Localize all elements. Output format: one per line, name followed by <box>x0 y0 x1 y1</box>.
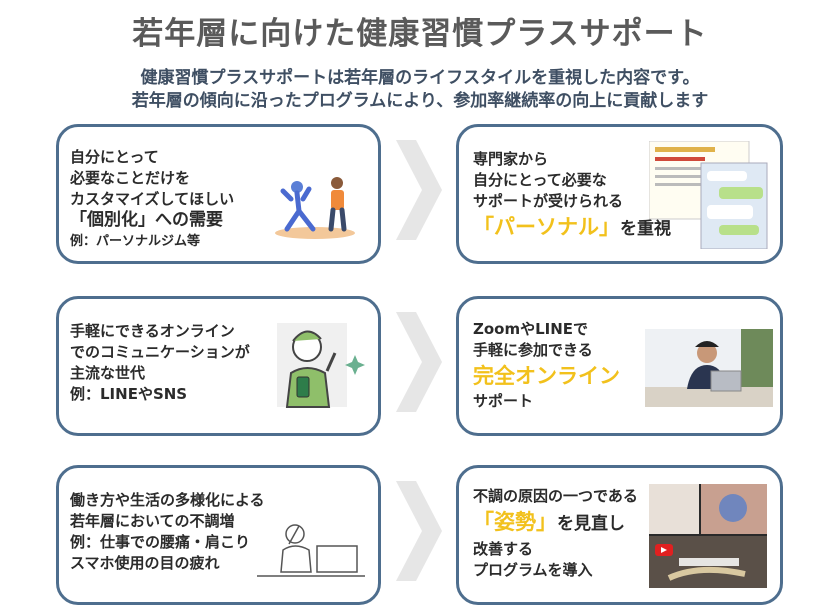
trend-card-personalization: 自分にとって 必要なことだけを カスタマイズしてほしい 「個別化」への需要 例：… <box>56 124 381 264</box>
text-line: ZoomやLINEで <box>473 320 589 338</box>
smartphone-user-illustration <box>277 323 365 408</box>
text-line: 働き方や生活の多様化による <box>70 491 265 509</box>
highlight-suffix: を見直し <box>557 514 625 534</box>
chevron-right-icon <box>396 481 442 581</box>
text-line: でのコミュニケーションが <box>70 343 250 361</box>
highlight-suffix: を重視 <box>620 219 671 239</box>
desk-worker-illustration <box>257 524 365 577</box>
highlight-line: 「姿勢」を見直し <box>473 507 638 539</box>
trend-text: 自分にとって 必要なことだけを カスタマイズしてほしい 「個別化」への需要 例：… <box>70 147 234 252</box>
text-line: 例：仕事での腰痛・肩こり <box>70 533 251 551</box>
highlight-line: 「パーソナル」を重視 <box>473 212 671 244</box>
solution-text: 専門家から 自分にとって必要な サポートが受けられる 「パーソナル」を重視 <box>473 149 671 244</box>
text-line: 若年層においての不調増 <box>70 512 235 530</box>
subtitle-line-1: 健康習慣プラスサポートは若年層のライフスタイルを重視した内容です。 <box>140 68 700 88</box>
text-line: サポートが受けられる <box>473 192 624 210</box>
text-line: スマホ使用の目の疲れ <box>70 554 220 572</box>
solution-card-personal: 専門家から 自分にとって必要な サポートが受けられる 「パーソナル」を重視 <box>456 124 783 264</box>
text-line: 主流な世代 <box>70 364 146 382</box>
page-title: 若年層に向けた健康習慣プラスサポート <box>132 16 708 52</box>
text-line: 不調の原因の一つである <box>473 487 638 505</box>
text-line: 例：パーソナルジム等 <box>70 234 201 249</box>
trend-text: 働き方や生活の多様化による 若年層においての不調増 例：仕事での腰痛・肩こり ス… <box>70 490 265 574</box>
text-line: 専門家から <box>473 150 549 168</box>
subtitle-line-2: 若年層の傾向に沿ったプログラムにより、参加率継続率の向上に貢献します <box>131 91 709 111</box>
chevron-right-icon <box>396 140 442 240</box>
text-line: 手軽にできるオンライン <box>70 322 235 340</box>
highlight-text: 完全オンライン <box>473 364 620 388</box>
trend-card-health: 働き方や生活の多様化による 若年層においての不調増 例：仕事での腰痛・肩こり ス… <box>56 465 381 605</box>
text-line: 「個別化」への需要 <box>70 210 223 230</box>
trend-card-online: 手軽にできるオンライン でのコミュニケーションが 主流な世代 例：LINEやSN… <box>56 296 381 436</box>
text-line: プログラムを導入 <box>473 561 593 579</box>
solution-text: 不調の原因の一つである 「姿勢」を見直し 改善する プログラムを導入 <box>473 486 638 581</box>
text-line: 自分にとって <box>70 148 159 166</box>
text-line: 自分にとって必要な <box>473 171 607 189</box>
chat-screenshot-image <box>649 141 768 249</box>
solution-card-online: ZoomやLINEで 手軽に参加できる 完全オンライン サポート <box>456 296 783 436</box>
text-line: 例：LINEやSNS <box>70 385 188 403</box>
chevron-right-icon <box>396 312 442 412</box>
text-line: カスタマイズしてほしい <box>70 190 235 208</box>
text-line: サポート <box>473 392 534 410</box>
online-session-photo <box>645 329 773 407</box>
text-line: 改善する <box>473 540 534 558</box>
workout-illustration <box>275 177 355 239</box>
text-line: 必要なことだけを <box>70 169 191 187</box>
highlight-text: 「姿勢」 <box>473 510 557 534</box>
trend-text: 手軽にできるオンライン でのコミュニケーションが 主流な世代 例：LINEやSN… <box>70 321 250 405</box>
solution-text: ZoomやLINEで 手軽に参加できる 完全オンライン サポート <box>473 319 620 412</box>
solution-card-posture: 不調の原因の一つである 「姿勢」を見直し 改善する プログラムを導入 <box>456 465 783 605</box>
posture-video-collage <box>649 484 767 588</box>
highlight-text: 「パーソナル」 <box>473 215 620 239</box>
text-line: 手軽に参加できる <box>473 341 593 359</box>
